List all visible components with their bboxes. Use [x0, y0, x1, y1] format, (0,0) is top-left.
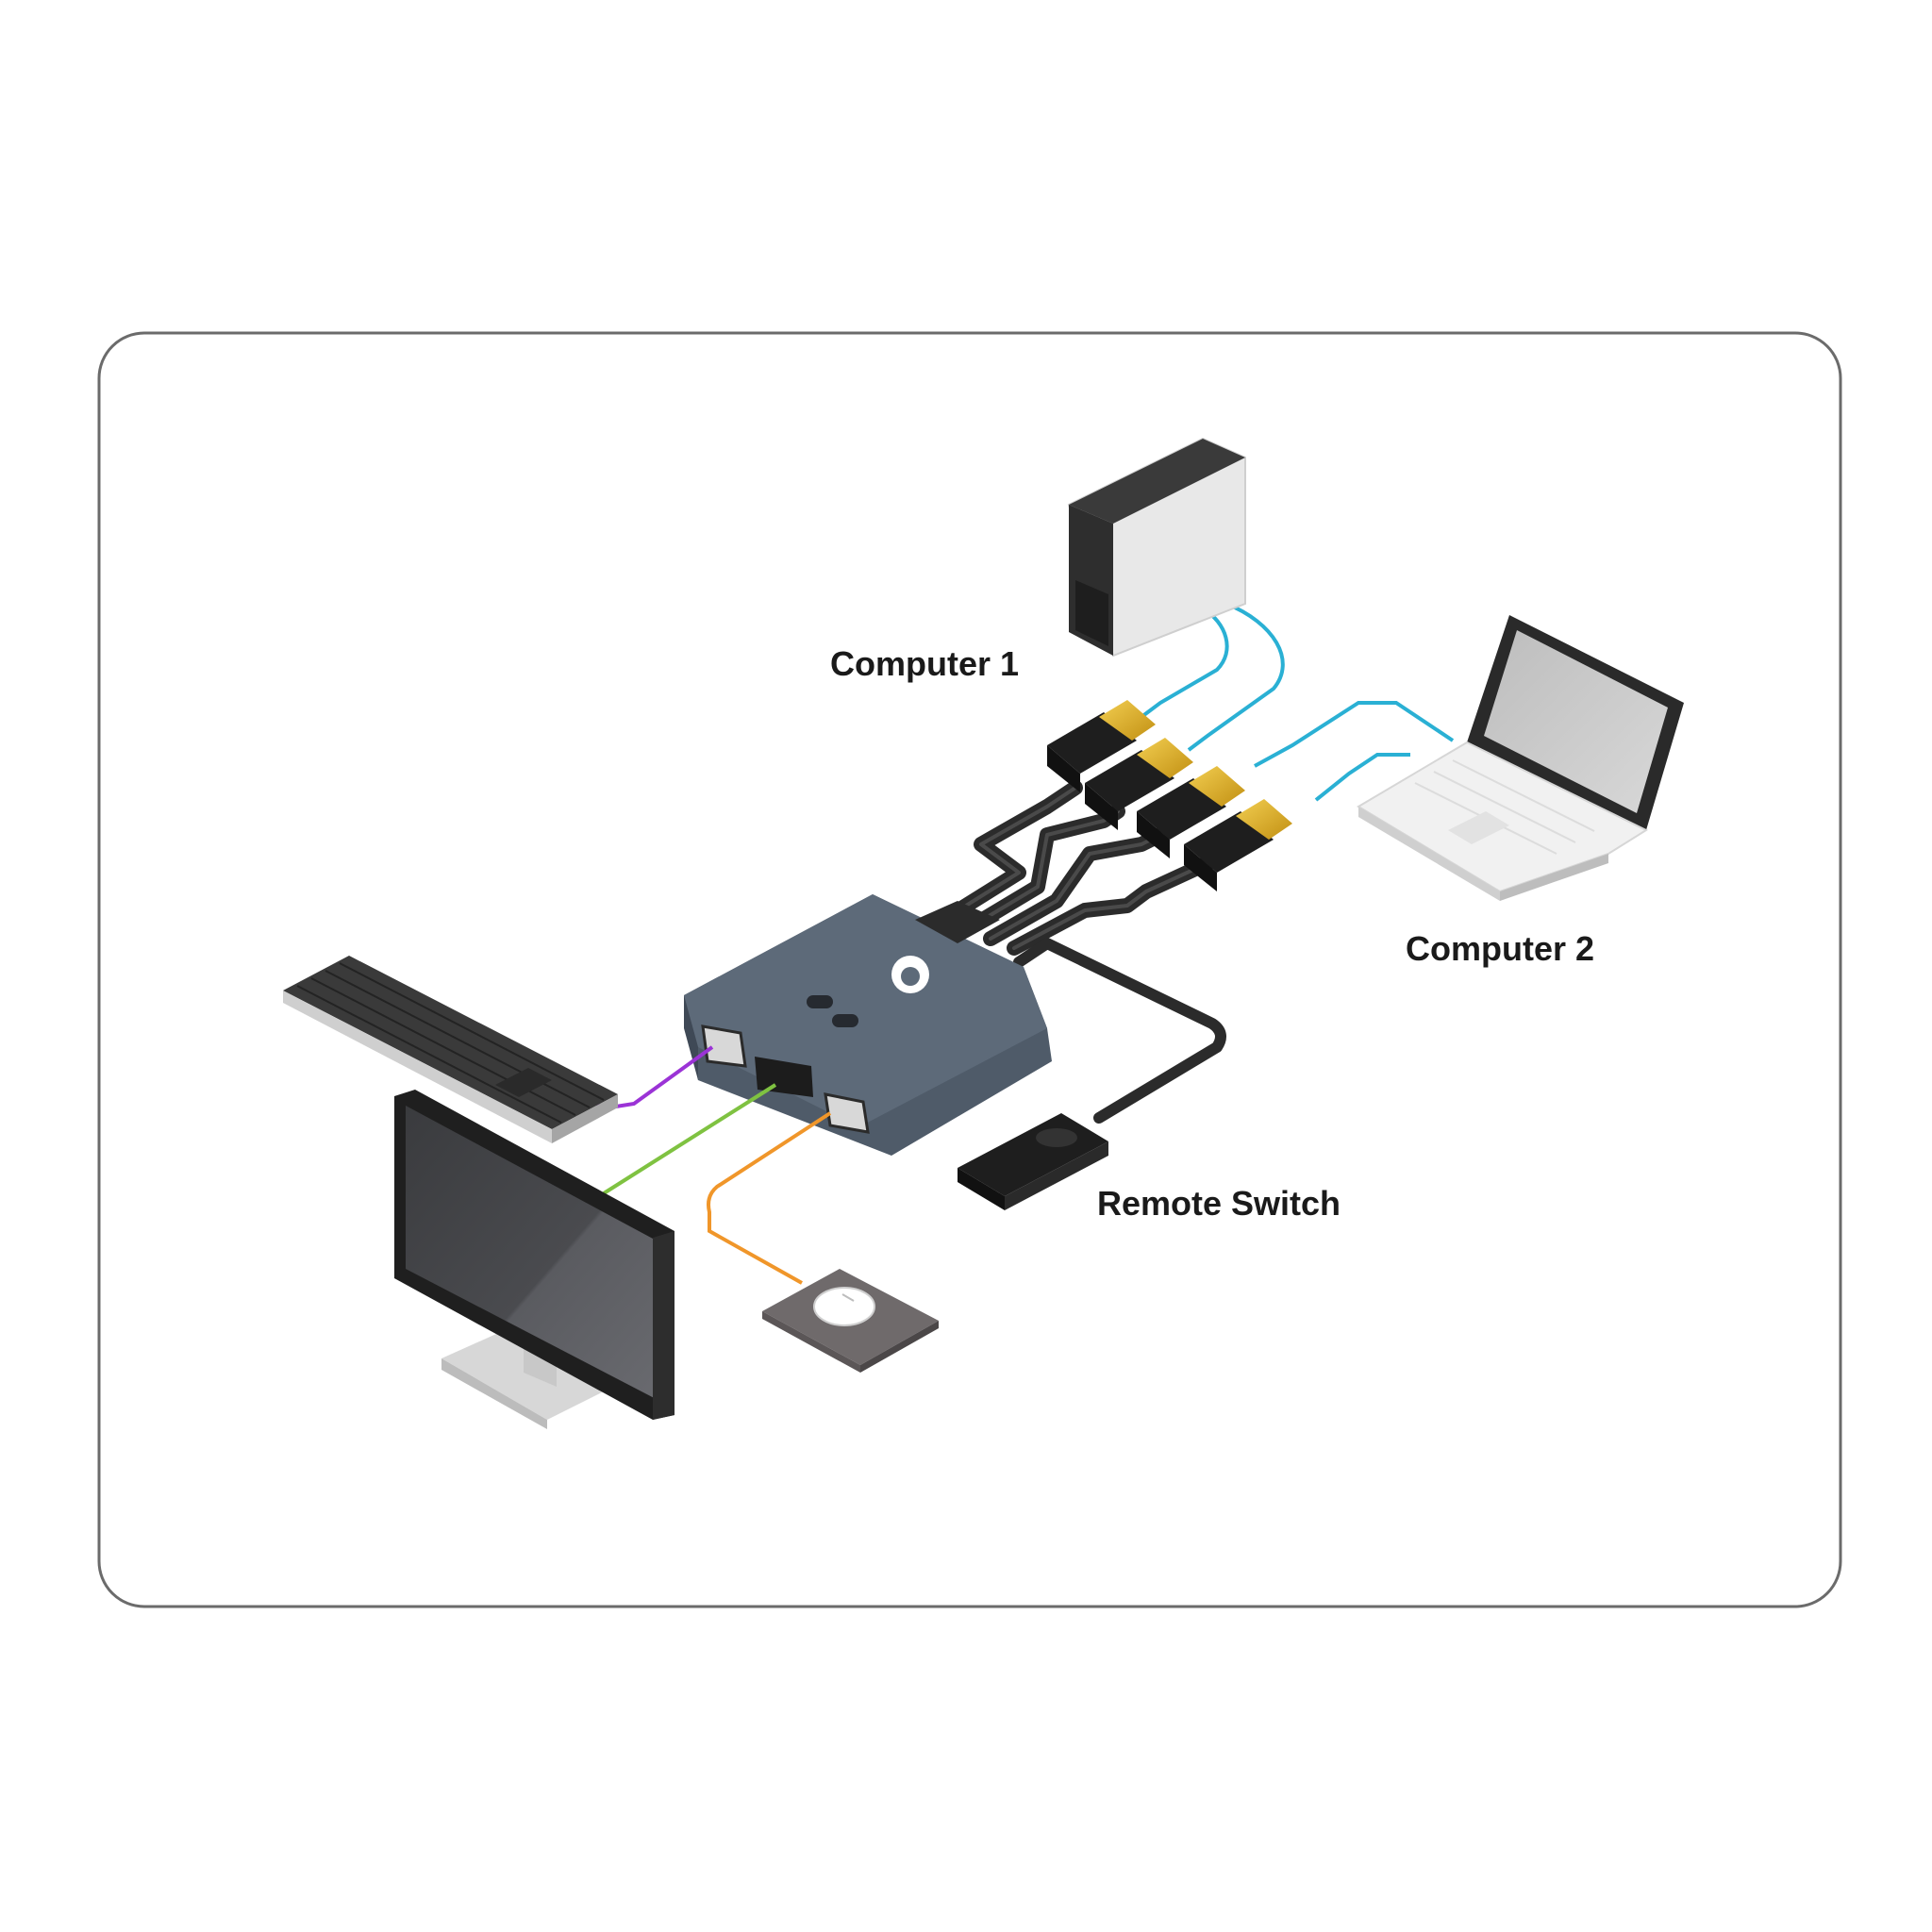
computer-1-tower [1067, 437, 1246, 658]
plug-2 [1085, 738, 1193, 830]
kvm-switch-hub [684, 894, 1052, 1156]
computer-2-label: Computer 2 [1406, 929, 1594, 968]
remote-switch [958, 1113, 1108, 1210]
hub-button-2 [832, 1014, 858, 1027]
mouse-with-pad [762, 1269, 939, 1373]
computer-1-label: Computer 1 [830, 644, 1019, 683]
plug-1 [1047, 700, 1156, 792]
keyboard [283, 956, 618, 1143]
hub-button-1 [807, 995, 833, 1008]
computer-2-laptop [1357, 615, 1684, 901]
remote-switch-cable [1013, 938, 1226, 1124]
monitor [394, 1090, 675, 1429]
usb-port-keyboard [701, 1024, 747, 1068]
remote-switch-label: Remote Switch [1097, 1184, 1341, 1223]
mouse-cable [707, 1111, 832, 1285]
plug-4 [1184, 799, 1292, 891]
monitor-cable [602, 1083, 777, 1195]
plug-3 [1137, 766, 1245, 858]
